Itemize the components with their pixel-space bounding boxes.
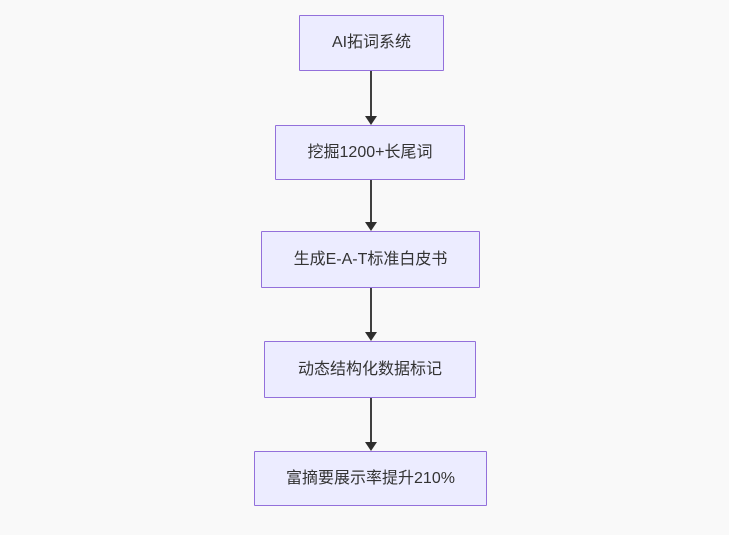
arrow-line: [369, 398, 372, 442]
arrow-line: [369, 71, 372, 116]
flow-node-label: 生成E-A-T标准白皮书: [293, 250, 448, 268]
flow-node-rich-snippet-rate-increase: 富摘要展示率提升210%: [254, 451, 487, 506]
flow-arrow-4: [364, 398, 377, 451]
arrow-head-down-icon: [364, 442, 377, 451]
flow-arrow-2: [364, 180, 377, 231]
flow-node-label: AI拓词系统: [331, 34, 412, 51]
arrow-head-down-icon: [364, 332, 377, 341]
flow-node-label: 富摘要展示率提升210%: [286, 469, 455, 487]
arrow-head-down-icon: [364, 222, 377, 231]
flow-node-generate-eat-whitepaper: 生成E-A-T标准白皮书: [261, 231, 480, 288]
arrow-line: [369, 180, 372, 222]
flow-arrow-3: [364, 288, 377, 341]
arrow-head-down-icon: [364, 116, 377, 125]
flow-node-dynamic-structured-data-markup: 动态结构化数据标记: [264, 341, 476, 398]
flow-node-mine-longtail-keywords: 挖掘1200+长尾词: [275, 125, 465, 180]
flow-node-label: 挖掘1200+长尾词: [307, 143, 433, 161]
flow-arrow-1: [364, 71, 377, 125]
arrow-line: [369, 288, 372, 332]
flow-node-label: 动态结构化数据标记: [297, 360, 442, 378]
flow-node-ai-word-expansion-system: AI拓词系统: [299, 15, 444, 71]
